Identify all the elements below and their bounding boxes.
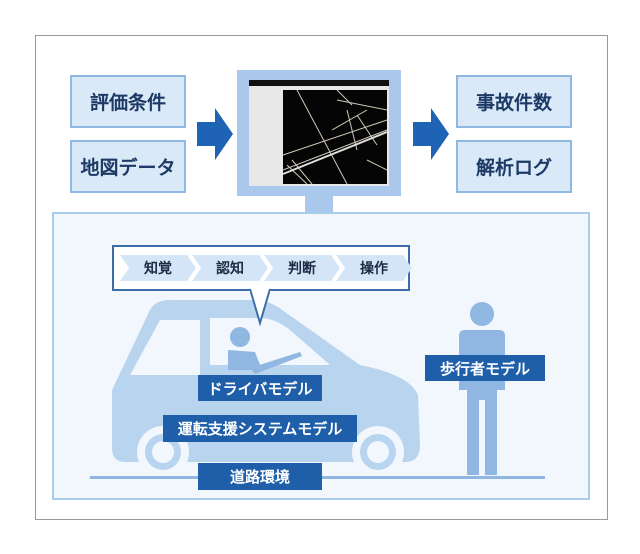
- bubble-tail: [250, 287, 270, 327]
- monitor-icon: [237, 70, 401, 218]
- driver-icon: [228, 327, 302, 374]
- outer-frame: [35, 35, 608, 520]
- road-environment-label: 道路環境: [198, 463, 322, 490]
- step-judgment: 判断: [264, 255, 340, 281]
- arrow-right-icon: [197, 108, 233, 160]
- process-bubble: 知覚 認知 判断 操作: [112, 245, 412, 291]
- step-perception: 知覚: [120, 255, 196, 281]
- pedestrian-model-label: 歩行者モデル: [425, 355, 545, 381]
- step-operation: 操作: [336, 255, 412, 281]
- driver-model-label: ドライバモデル: [198, 375, 322, 401]
- arrow-right-icon: [413, 108, 449, 160]
- pedestrian-icon: [459, 302, 505, 475]
- input-evaluation-conditions: 評価条件: [70, 75, 186, 128]
- step-recognition: 認知: [192, 255, 268, 281]
- assist-system-model-label: 運転支援システムモデル: [163, 415, 357, 442]
- output-accident-count: 事故件数: [456, 75, 572, 128]
- input-map-data: 地図データ: [70, 140, 186, 193]
- output-analysis-log: 解析ログ: [456, 140, 572, 193]
